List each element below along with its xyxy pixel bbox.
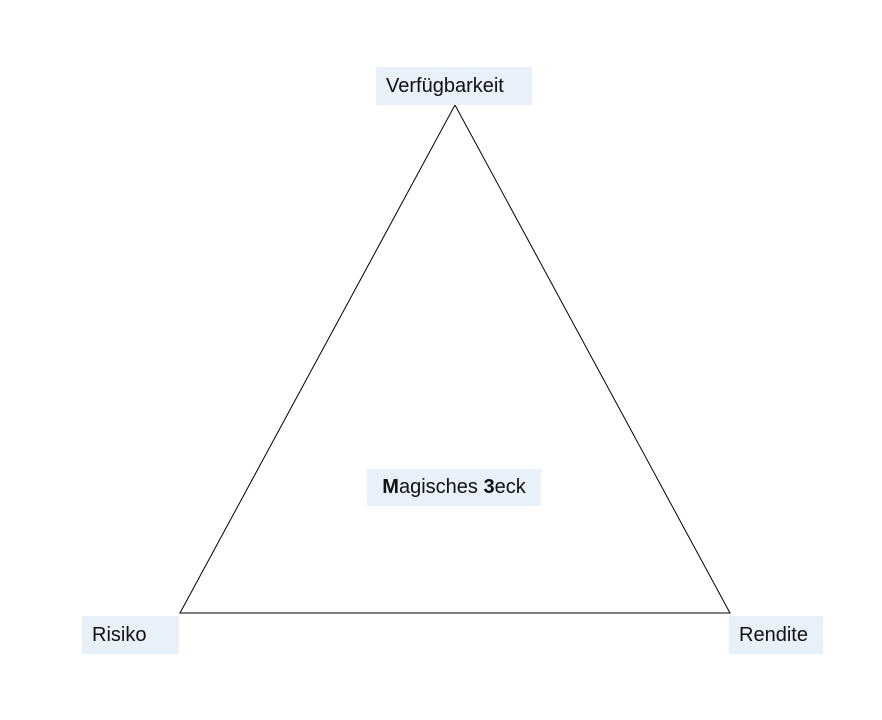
- vertex-label-bottom-left: Risiko: [82, 616, 179, 654]
- vertex-label-bottom-left-text: Risiko: [92, 624, 147, 646]
- center-title-part-agisches: agisches: [398, 476, 484, 498]
- vertex-label-top: Verfügbarkeit: [376, 67, 532, 105]
- center-title-part-3: 3: [483, 476, 495, 498]
- vertex-label-bottom-right-text: Rendite: [739, 624, 808, 646]
- center-title-label: Magisches 3eck: [367, 469, 541, 506]
- vertex-label-bottom-right: Rendite: [729, 616, 823, 654]
- center-title-part-m: M: [382, 476, 399, 498]
- vertex-label-top-text: Verfügbarkeit: [386, 75, 504, 97]
- triangle-outline: [179, 103, 731, 614]
- center-title-part-eck: eck: [494, 476, 526, 498]
